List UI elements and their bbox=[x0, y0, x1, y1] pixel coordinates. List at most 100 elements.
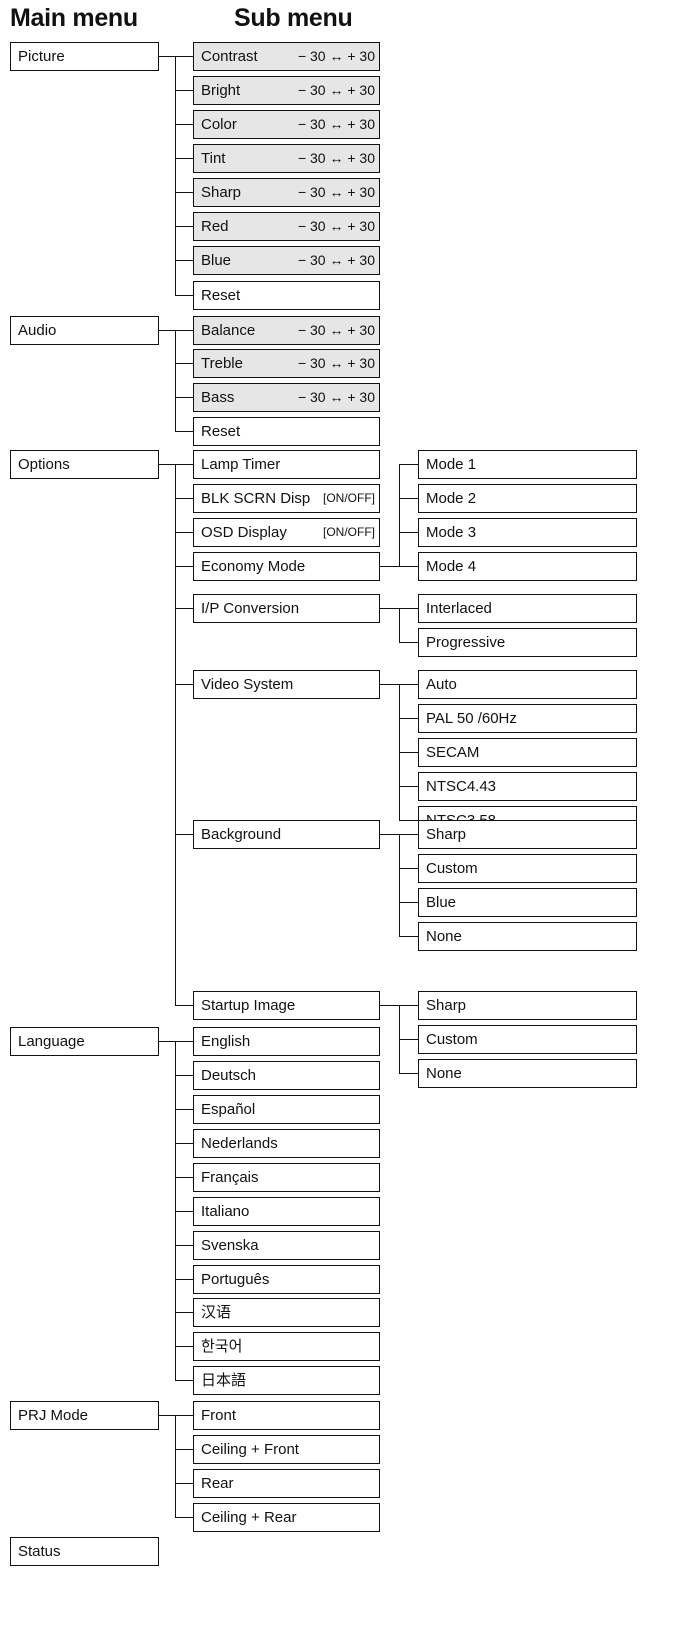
item-label: Reset bbox=[201, 287, 241, 304]
connector-line bbox=[399, 820, 418, 821]
option-none[interactable]: None bbox=[418, 922, 637, 951]
option-custom[interactable]: Custom bbox=[418, 854, 637, 883]
item-label: Ceiling + Rear bbox=[201, 1509, 297, 1526]
submenu-startup-image[interactable]: Startup Image bbox=[193, 991, 380, 1020]
submenu-ceiling-front[interactable]: Ceiling + Front bbox=[193, 1435, 380, 1464]
option-sharp[interactable]: Sharp bbox=[418, 991, 637, 1020]
option-ntsc4-43[interactable]: NTSC4.43 bbox=[418, 772, 637, 801]
submenu-reset[interactable]: Reset bbox=[193, 281, 380, 310]
main-menu-status[interactable]: Status bbox=[10, 1537, 159, 1566]
item-label: 한국어 bbox=[201, 1338, 243, 1355]
connector-line bbox=[175, 608, 193, 609]
item-label: I/P Conversion bbox=[201, 600, 300, 617]
submenu-bright[interactable]: Bright − 30 ↔ + 30 bbox=[193, 76, 380, 105]
submenu-i-p-conversion[interactable]: I/P Conversion bbox=[193, 594, 380, 623]
range-label: − 30 ↔ + 30 bbox=[297, 116, 375, 132]
submenu-sharp[interactable]: Sharp− 30 ↔ + 30 bbox=[193, 178, 380, 207]
item-label: PAL 50 /60Hz bbox=[426, 710, 517, 727]
option-secam[interactable]: SECAM bbox=[418, 738, 637, 767]
option-sharp[interactable]: Sharp bbox=[418, 820, 637, 849]
connector-line bbox=[399, 464, 418, 465]
range-label: − 30 ↔ + 30 bbox=[297, 82, 375, 98]
submenu-svenska[interactable]: Svenska bbox=[193, 1231, 380, 1260]
sub-menu-header: Sub menu bbox=[234, 4, 353, 32]
connector-line bbox=[175, 124, 193, 125]
main-menu-header: Main menu bbox=[10, 4, 138, 32]
submenu-ceiling-rear[interactable]: Ceiling + Rear bbox=[193, 1503, 380, 1532]
main-menu-language[interactable]: Language bbox=[10, 1027, 159, 1056]
option-mode-4[interactable]: Mode 4 bbox=[418, 552, 637, 581]
submenu-lamp-timer[interactable]: Lamp Timer bbox=[193, 450, 380, 479]
submenu-economy-mode[interactable]: Economy Mode bbox=[193, 552, 380, 581]
submenu-osd-display[interactable]: OSD Display[ON/OFF] bbox=[193, 518, 380, 547]
connector-line bbox=[399, 752, 418, 753]
option-custom[interactable]: Custom bbox=[418, 1025, 637, 1054]
option-none[interactable]: None bbox=[418, 1059, 637, 1088]
submenu-item[interactable]: 日本語 bbox=[193, 1366, 380, 1395]
connector-line bbox=[175, 1415, 176, 1518]
connector-line bbox=[175, 431, 193, 432]
option-progressive[interactable]: Progressive bbox=[418, 628, 637, 657]
connector-line bbox=[175, 1245, 193, 1246]
range-label: − 30 ↔ + 30 bbox=[297, 184, 375, 200]
submenu-english[interactable]: English bbox=[193, 1027, 380, 1056]
item-label: Italiano bbox=[201, 1203, 250, 1220]
connector-line bbox=[159, 464, 175, 465]
item-label: Mode 2 bbox=[426, 490, 477, 507]
connector-line bbox=[380, 684, 399, 685]
submenu-treble[interactable]: Treble− 30 ↔ + 30 bbox=[193, 349, 380, 378]
item-label: 日本語 bbox=[201, 1372, 247, 1389]
connector-line bbox=[159, 56, 175, 57]
submenu-balance[interactable]: Balance− 30 ↔ + 30 bbox=[193, 316, 380, 345]
submenu-nederlands[interactable]: Nederlands bbox=[193, 1129, 380, 1158]
submenu-item[interactable]: 한국어 bbox=[193, 1332, 380, 1361]
connector-line bbox=[399, 1073, 418, 1074]
submenu-color[interactable]: Color− 30 ↔ + 30 bbox=[193, 110, 380, 139]
submenu-franc-ais[interactable]: Français bbox=[193, 1163, 380, 1192]
submenu-front[interactable]: Front bbox=[193, 1401, 380, 1430]
main-menu-audio[interactable]: Audio bbox=[10, 316, 159, 345]
option-auto[interactable]: Auto bbox=[418, 670, 637, 699]
connector-line bbox=[399, 1005, 418, 1006]
submenu-espan-ol[interactable]: Español bbox=[193, 1095, 380, 1124]
submenu-contrast[interactable]: Contrast− 30 ↔ + 30 bbox=[193, 42, 380, 71]
submenu-portugue-s[interactable]: Português bbox=[193, 1265, 380, 1294]
item-label: Bright bbox=[201, 82, 241, 99]
submenu-item[interactable]: 汉语 bbox=[193, 1298, 380, 1327]
submenu-red[interactable]: Red− 30 ↔ + 30 bbox=[193, 212, 380, 241]
range-label: − 30 ↔ + 30 bbox=[297, 389, 375, 405]
connector-line bbox=[399, 608, 418, 609]
submenu-blue[interactable]: Blue − 30 ↔ + 30 bbox=[193, 246, 380, 275]
main-menu-options[interactable]: Options bbox=[10, 450, 159, 479]
connector-line bbox=[175, 464, 176, 1006]
item-label: Progressive bbox=[426, 634, 506, 651]
connector-line bbox=[175, 1279, 193, 1280]
submenu-bass[interactable]: Bass− 30 ↔ + 30 bbox=[193, 383, 380, 412]
range-label: − 30 ↔ + 30 bbox=[297, 252, 375, 268]
submenu-italiano[interactable]: Italiano bbox=[193, 1197, 380, 1226]
main-menu-picture[interactable]: Picture bbox=[10, 42, 159, 71]
item-label: Blue bbox=[201, 252, 232, 269]
item-label: BLK SCRN Disp bbox=[201, 490, 311, 507]
submenu-tint[interactable]: Tint− 30 ↔ + 30 bbox=[193, 144, 380, 173]
option-mode-2[interactable]: Mode 2 bbox=[418, 484, 637, 513]
option-pal-50-60hz[interactable]: PAL 50 /60Hz bbox=[418, 704, 637, 733]
item-label: Auto bbox=[426, 676, 457, 693]
submenu-rear[interactable]: Rear bbox=[193, 1469, 380, 1498]
on-off-label: [ON/OFF] bbox=[323, 525, 375, 539]
main-menu-prj-mode[interactable]: PRJ Mode bbox=[10, 1401, 159, 1430]
option-blue[interactable]: Blue bbox=[418, 888, 637, 917]
option-mode-1[interactable]: Mode 1 bbox=[418, 450, 637, 479]
connector-line bbox=[380, 1005, 399, 1006]
item-label: 汉语 bbox=[201, 1304, 232, 1321]
connector-line bbox=[175, 1143, 193, 1144]
submenu-reset[interactable]: Reset bbox=[193, 417, 380, 446]
submenu-video-system[interactable]: Video System bbox=[193, 670, 380, 699]
option-mode-3[interactable]: Mode 3 bbox=[418, 518, 637, 547]
item-label: Sharp bbox=[426, 997, 467, 1014]
submenu-blk-scrn-disp[interactable]: BLK SCRN Disp[ON/OFF] bbox=[193, 484, 380, 513]
option-interlaced[interactable]: Interlaced bbox=[418, 594, 637, 623]
submenu-background[interactable]: Background bbox=[193, 820, 380, 849]
connector-line bbox=[175, 1517, 193, 1518]
submenu-deutsch[interactable]: Deutsch bbox=[193, 1061, 380, 1090]
